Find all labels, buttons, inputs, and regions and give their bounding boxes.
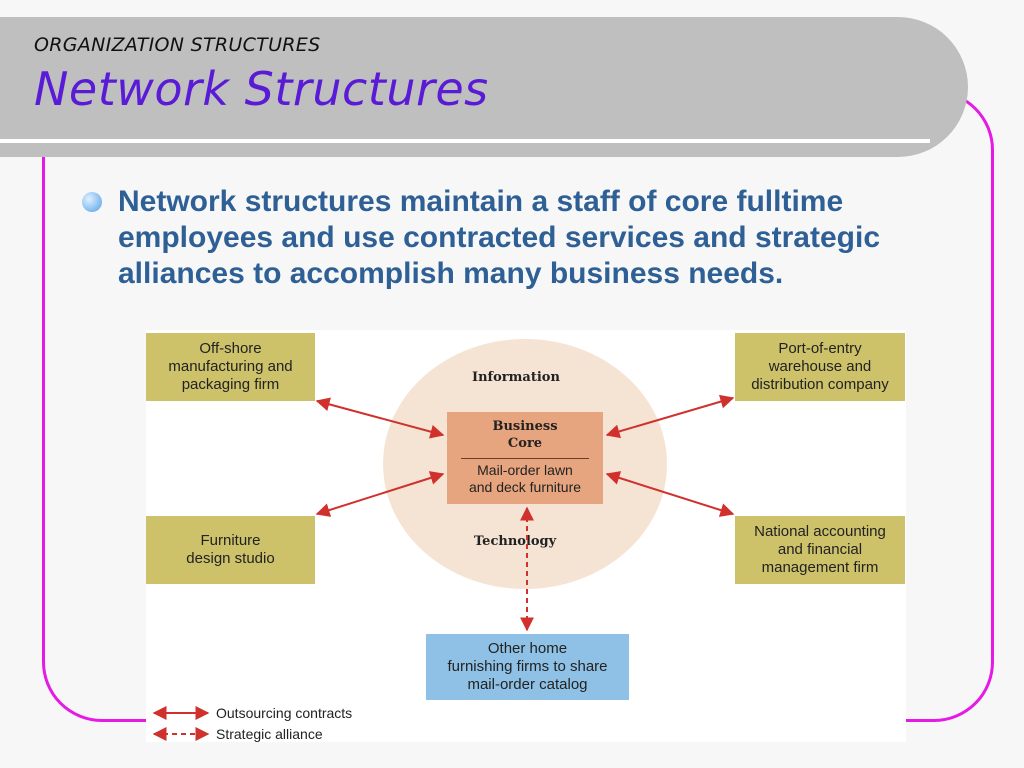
national-accounting-box: National accounting and financial manage…: [735, 516, 905, 584]
connector-arrows: [152, 394, 735, 741]
network-diagram: Information Technology Business Core Mai…: [146, 330, 906, 742]
slide-title: Network Structures: [34, 62, 489, 116]
header-divider: [0, 139, 930, 143]
technology-label: Technology: [474, 534, 557, 549]
legend-outsourcing-label: Outsourcing contracts: [216, 705, 353, 721]
furniture-design-box: Furniture design studio: [146, 516, 315, 584]
arrow-offshore: [315, 397, 445, 439]
core-divider: [461, 458, 589, 459]
header-band: [0, 17, 968, 157]
port-of-entry-box: Port-of-entry warehouse and distribution…: [735, 333, 905, 401]
arrow-port-of-entry: [605, 394, 735, 439]
other-home-furnishing-box: Other home furnishing firms to share mai…: [426, 634, 629, 700]
arrow-furniture-design: [315, 471, 445, 517]
offshore-firm-box: Off-shore manufacturing and packaging fi…: [146, 333, 315, 401]
bullet-icon: [82, 192, 102, 212]
slide-subtitle: ORGANIZATION STRUCTURES: [34, 34, 321, 56]
arrow-national-accounting: [605, 471, 735, 517]
business-core-title: Business Core: [492, 419, 558, 451]
bullet-text: Network structures maintain a staff of c…: [118, 185, 880, 290]
business-core-box: Business Core Mail-order lawn and deck f…: [447, 412, 603, 504]
legend-strategic-label: Strategic alliance: [216, 726, 323, 742]
business-core-description: Mail-order lawn and deck furniture: [468, 462, 582, 495]
information-label: Information: [472, 370, 560, 385]
